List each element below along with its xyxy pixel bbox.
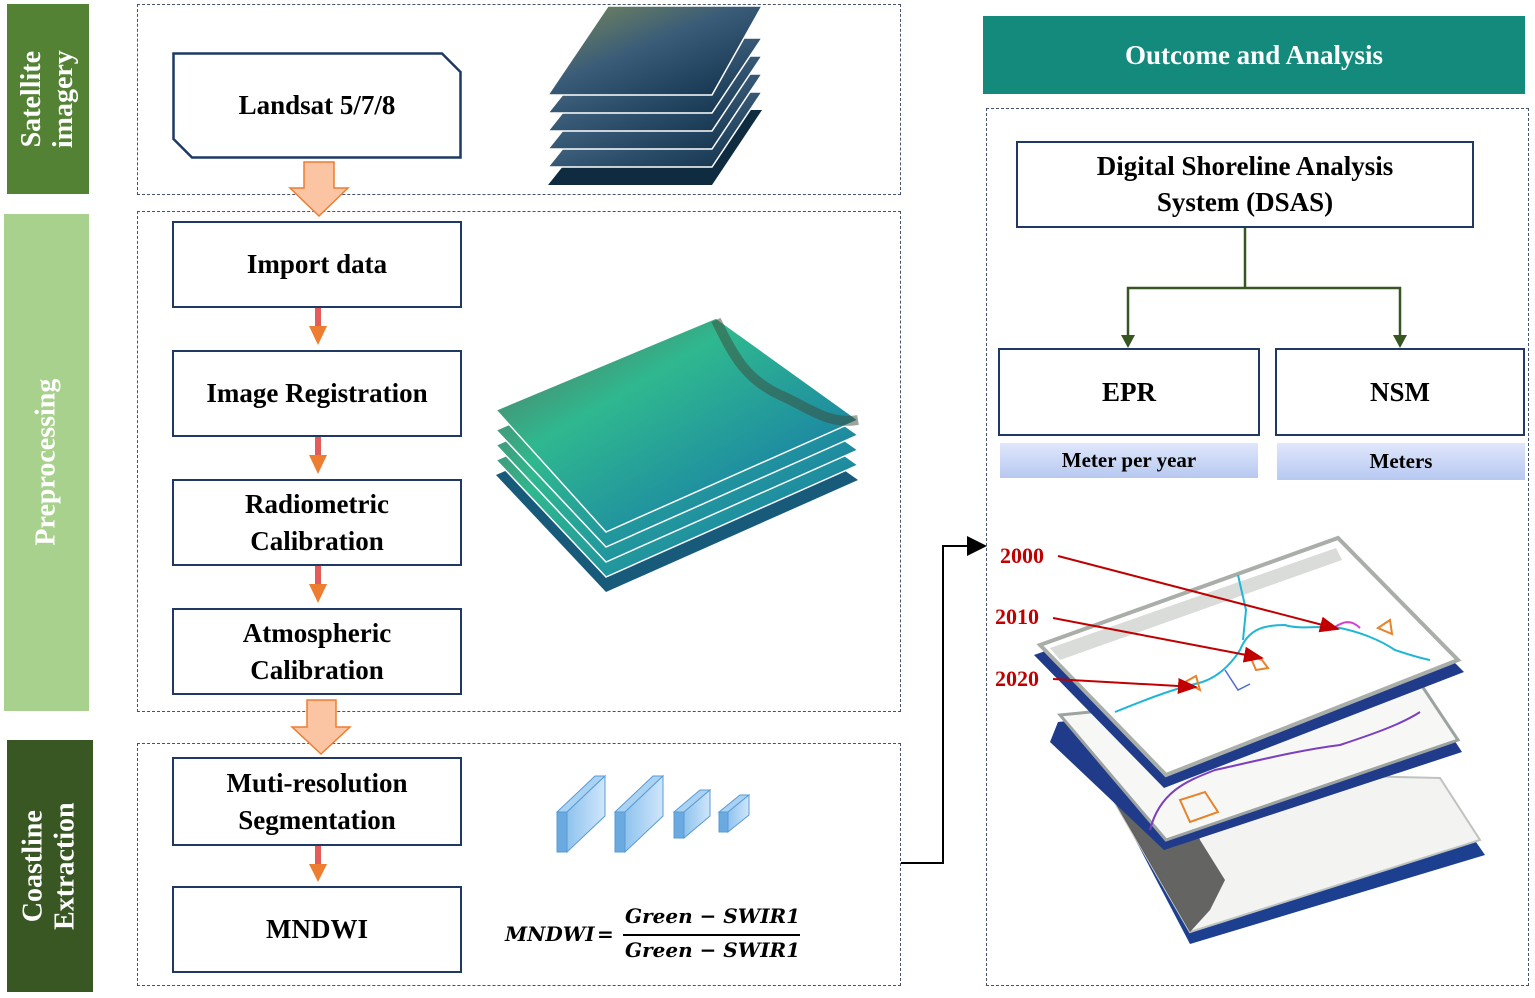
mndwi-box: MNDWI <box>172 886 462 973</box>
year-label-2000: 2000 <box>1000 543 1044 568</box>
outcome-header-label: Outcome and Analysis <box>1124 39 1384 70</box>
landsat-box: Landsat 5/7/8 <box>172 52 462 159</box>
step-arrows <box>309 308 327 882</box>
year-label-2010: 2010 <box>995 604 1039 629</box>
epr-unit: Meter per year <box>1000 443 1258 478</box>
year-pointer-arrows <box>1052 555 1340 694</box>
formula-fraction-bar <box>623 934 800 936</box>
formula-denominator: Green − SWIR1 <box>625 938 801 962</box>
connector-to-outcome <box>901 536 987 864</box>
landsat-label: Landsat 5/7/8 <box>238 90 396 121</box>
formula-numerator: Green − SWIR1 <box>625 904 801 928</box>
image-registration-label: Image Registration <box>206 378 428 409</box>
satellite-container <box>137 4 901 195</box>
dsas-connectors <box>1126 228 1402 345</box>
mndwi-label: MNDWI <box>266 914 368 945</box>
formula-equals: = <box>597 922 614 946</box>
epr-label: EPR <box>1102 376 1156 407</box>
import-data-box: Import data <box>172 221 462 308</box>
section-tab-satellite: Satellite imagery <box>7 4 89 194</box>
import-data-label: Import data <box>246 249 388 280</box>
image-registration-box: Image Registration <box>172 350 462 437</box>
epr-box: EPR <box>998 348 1260 436</box>
radiometric-calibration-box: Radiometric Calibration <box>172 479 462 566</box>
preprocessed-image-stack <box>494 317 860 592</box>
segmentation-box: Muti-resolution Segmentation <box>172 757 462 846</box>
outcome-header: Outcome and Analysis <box>983 16 1525 94</box>
block-arrow-1 <box>288 161 350 218</box>
landsat-box-shape <box>172 52 462 159</box>
dsas-label: Digital Shoreline Analysis System (DSAS) <box>1096 151 1394 217</box>
radiometric-calibration-label: Radiometric Calibration <box>245 489 389 556</box>
coastline-container <box>137 743 901 986</box>
nsm-label: NSM <box>1370 376 1430 407</box>
dsas-box: Digital Shoreline Analysis System (DSAS) <box>1016 141 1474 228</box>
epr-unit-label: Meter per year <box>1061 448 1197 472</box>
segmentation-blocks-icon <box>555 774 751 854</box>
preprocessing-container <box>137 211 901 712</box>
atmospheric-calibration-label: Atmospheric Calibration <box>242 618 392 685</box>
section-tab-preprocessing: Preprocessing <box>4 214 89 711</box>
shoreline-map-layers <box>1034 535 1485 944</box>
mndwi-formula: MNDWI = Green − SWIR1 Green − SWIR1 <box>505 902 805 966</box>
nsm-unit-label: Meters <box>1369 449 1433 473</box>
atmospheric-calibration-box: Atmospheric Calibration <box>172 608 462 695</box>
nsm-box: NSM <box>1275 348 1525 436</box>
block-arrow-2 <box>290 699 352 756</box>
year-label-2020: 2020 <box>995 666 1039 691</box>
segmentation-label: Muti-resolution Segmentation <box>226 768 408 835</box>
nsm-unit: Meters <box>1277 443 1525 480</box>
formula-lhs: MNDWI <box>505 922 595 946</box>
landsat-image-stack <box>546 5 764 185</box>
section-tab-coastline: Coastline Extraction <box>7 740 93 992</box>
